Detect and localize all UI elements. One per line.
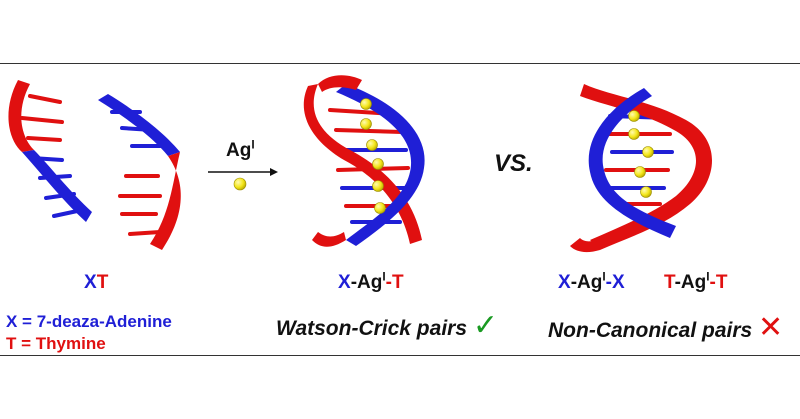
base-stick	[28, 94, 62, 104]
base-stick	[128, 230, 162, 236]
top-rule	[0, 63, 800, 64]
base-stick	[26, 136, 62, 142]
silver-ion-icon	[628, 110, 640, 122]
backbone-ribbon	[22, 150, 92, 222]
duplex-watson-crick	[303, 75, 425, 247]
silver-ion-icon	[374, 202, 386, 214]
bottom-rule	[0, 355, 800, 356]
nc-pair-formula-1: X-AgI-X	[558, 270, 625, 293]
wc-caption: Watson-Crick pairs ✓	[276, 309, 498, 342]
wc-pair-formula: X-AgI-T	[338, 270, 404, 293]
check-icon: ✓	[472, 309, 498, 342]
base-stick	[20, 116, 64, 124]
xt-label: XT	[84, 272, 109, 293]
silver-ion-icon	[360, 118, 372, 130]
reagent-label: AgI	[226, 138, 255, 161]
versus-label: VS.	[494, 150, 533, 177]
duplex-non-canonical	[570, 84, 712, 253]
silver-ion-icon	[360, 98, 372, 110]
silver-ion-icon	[233, 177, 247, 191]
nc-pair-formula-2: T-AgI-T	[664, 270, 728, 293]
single-strand-xt-2	[98, 94, 181, 250]
cross-icon: ✕	[758, 311, 784, 344]
nc-caption: Non-Canonical pairs ✕	[548, 311, 784, 344]
silver-ion-icon	[634, 166, 646, 178]
backbone-ribbon	[8, 80, 34, 152]
silver-ion-icon	[372, 180, 384, 192]
silver-ion-icon	[628, 128, 640, 140]
backbone-ribbon	[98, 94, 180, 156]
silver-ion-icon	[372, 158, 384, 170]
silver-ion-icon	[642, 146, 654, 158]
silver-ion-icon	[640, 186, 652, 198]
reaction-arrow	[208, 168, 278, 176]
legend-t: T = Thymine	[6, 334, 106, 353]
legend-x: X = 7-deaza-Adenine	[6, 312, 172, 331]
single-strand-xt-1	[8, 80, 92, 222]
backbone-ribbon	[150, 152, 181, 250]
silver-ion-icon	[366, 139, 378, 151]
